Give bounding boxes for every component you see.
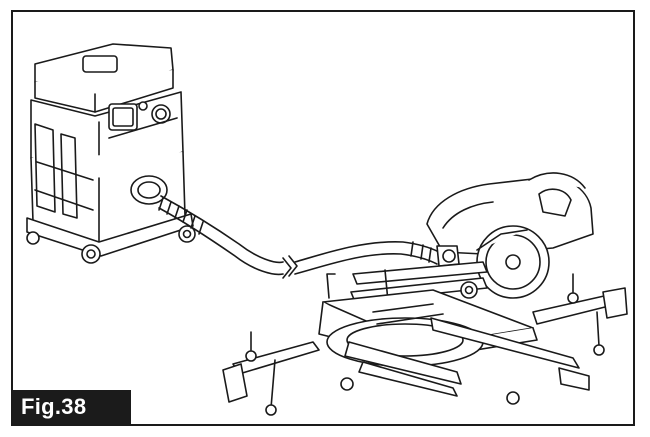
illustration <box>26 43 628 416</box>
vacuum-cleaner-drawing <box>26 43 196 264</box>
miter-saw-drawing <box>222 172 628 416</box>
dust-hose-drawing <box>158 195 440 279</box>
figure-label: Fig.38 <box>13 390 131 424</box>
figure-frame: Fig.38 <box>11 10 635 426</box>
